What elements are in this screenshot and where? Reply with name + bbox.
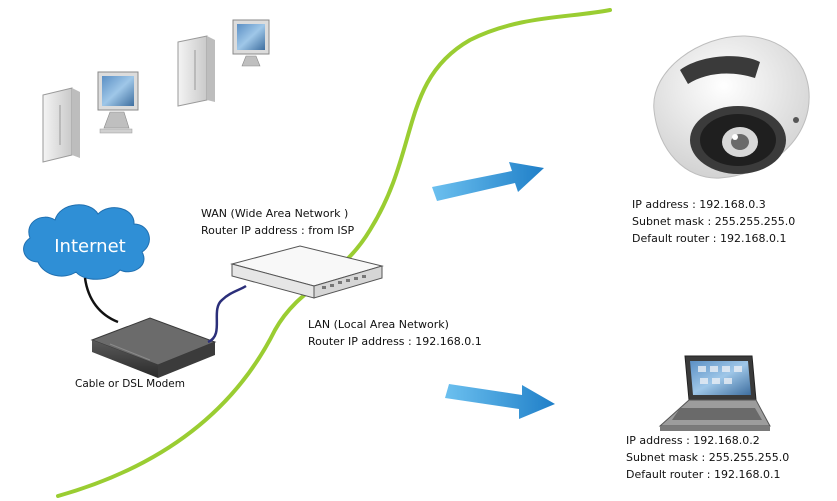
lan-info: LAN (Local Area Network) Router IP addre… bbox=[308, 316, 482, 350]
wan-router-ip: Router IP address : from ISP bbox=[201, 224, 355, 237]
internet-label: Internet bbox=[54, 236, 126, 257]
wan-title: WAN (Wide Area Network ) bbox=[201, 207, 349, 220]
modem-icon bbox=[90, 317, 217, 378]
camera-ip-address: IP address : 192.168.0.3 bbox=[632, 198, 766, 211]
modem-router-cable bbox=[207, 284, 247, 344]
internet-cable bbox=[83, 277, 119, 324]
internet-cloud-icon bbox=[23, 204, 150, 280]
desktop-computer-icon bbox=[42, 71, 139, 163]
camera-subnet-mask: Subnet mask : 255.255.255.0 bbox=[632, 215, 796, 228]
lan-title: LAN (Local Area Network) bbox=[308, 318, 449, 331]
router-icon bbox=[230, 245, 384, 299]
laptop-icon bbox=[658, 355, 771, 431]
dome-camera-icon bbox=[653, 35, 810, 179]
wan-info: WAN (Wide Area Network ) Router IP addre… bbox=[201, 205, 354, 239]
modem-label: Cable or DSL Modem bbox=[75, 378, 185, 390]
laptop-subnet-mask: Subnet mask : 255.255.255.0 bbox=[626, 451, 790, 464]
laptop-ip-address: IP address : 192.168.0.2 bbox=[626, 434, 760, 447]
camera-network-settings: IP address : 192.168.0.3 Subnet mask : 2… bbox=[632, 196, 795, 247]
laptop-default-router: Default router : 192.168.0.1 bbox=[626, 468, 781, 481]
lan-router-ip: Router IP address : 192.168.0.1 bbox=[308, 335, 482, 348]
arrow-to-camera-icon bbox=[432, 162, 544, 201]
desktop-computer-icon bbox=[177, 19, 270, 107]
arrow-to-laptop-icon bbox=[445, 384, 555, 419]
camera-default-router: Default router : 192.168.0.1 bbox=[632, 232, 787, 245]
wan-lan-boundary-line bbox=[56, 8, 612, 498]
laptop-network-settings: IP address : 192.168.0.2 Subnet mask : 2… bbox=[626, 432, 789, 483]
